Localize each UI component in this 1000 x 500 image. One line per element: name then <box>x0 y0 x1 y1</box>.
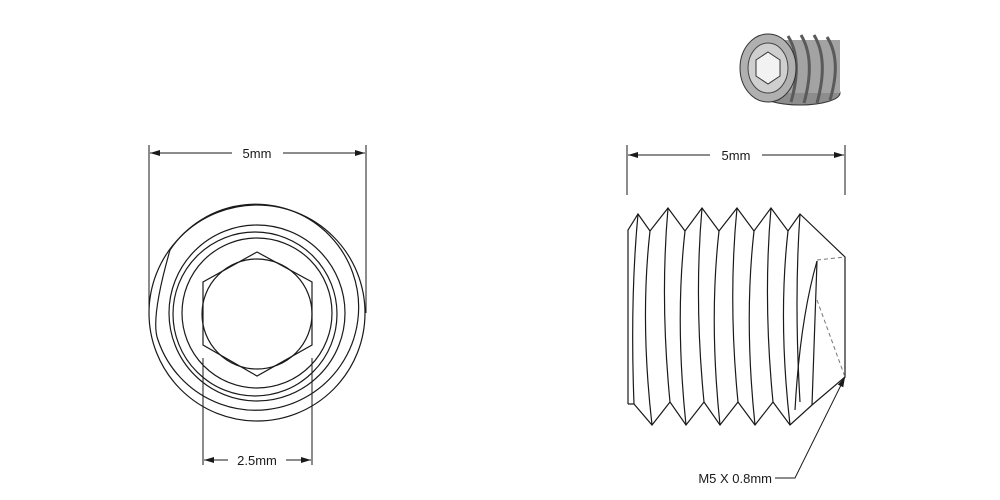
front-width-label: 5mm <box>243 146 272 161</box>
isometric-screw-icon <box>739 33 841 106</box>
side-view <box>626 145 846 479</box>
front-view <box>148 145 367 465</box>
hex-size-label: 2.5mm <box>237 453 277 468</box>
side-length-label: 5mm <box>722 148 751 163</box>
thread-spec-label: M5 X 0.8mm <box>698 471 772 486</box>
